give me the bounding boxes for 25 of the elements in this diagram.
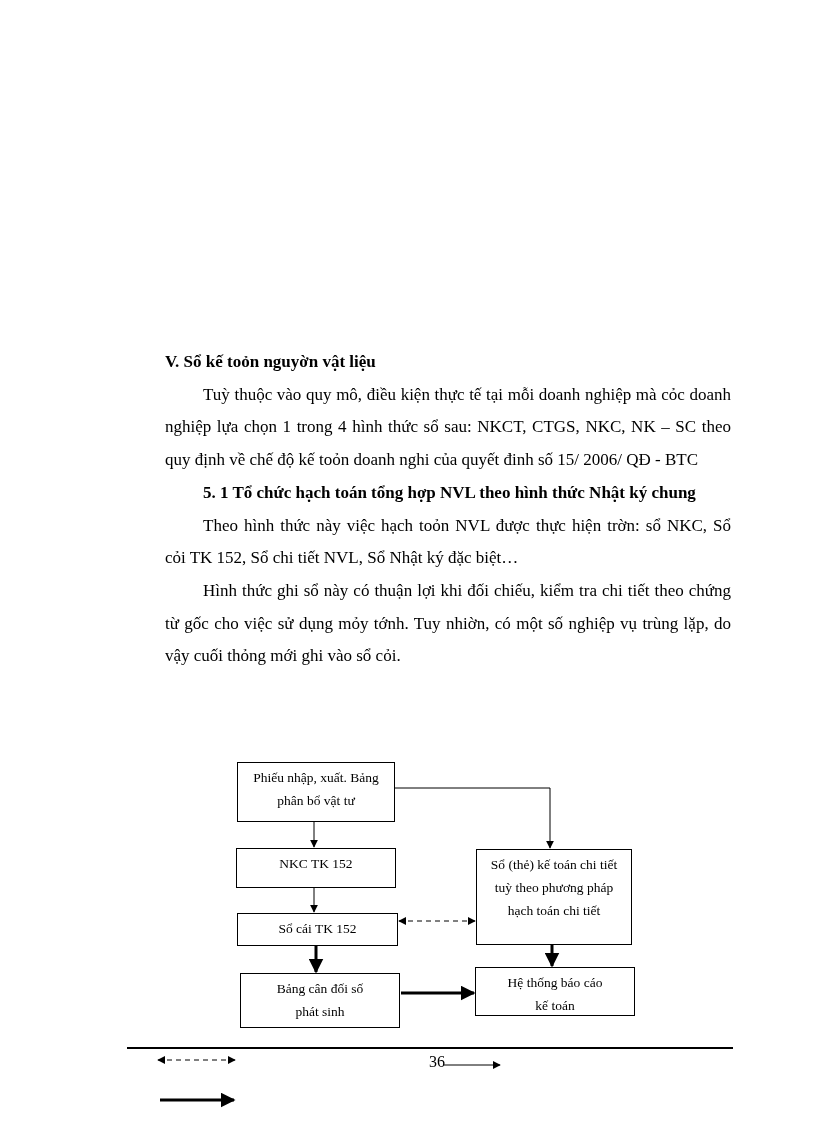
process-box — [240, 973, 400, 1028]
arrow — [310, 821, 318, 848]
box-label: Hệ thống báo cáo kế toán — [506, 974, 604, 1015]
process-box — [236, 848, 396, 888]
box-label: NKC TK 152 — [279, 855, 353, 873]
page-number: 36 — [429, 1052, 445, 1072]
paragraph: Tuỳ thuộc vào quy mô, điều kiện thực tế tại mỗi doanh nghiệp mà cỏc doanh nghiệp lựa chọn 1 trong 4 hình thức sổ sau: NKCT, CTGS, NKC, NK – SC theo quy định về chế độ kế toỏn doanh nghi của quyết đinh số 15/ 2006/ QĐ - BTC — [165, 383, 731, 472]
arrow — [310, 887, 318, 913]
arrow — [394, 787, 554, 849]
process-box — [475, 967, 635, 1016]
section-heading: V. Sổ kế toỏn nguyờn vật liệu — [165, 351, 377, 373]
box-label: Phiếu nhập, xuất. Bảng phân bổ vật tư — [252, 769, 380, 810]
subsection-heading: 5. 1 Tổ chức hạch toán tổng hợp NVL theo hình thức Nhật ký chung — [202, 481, 697, 504]
process-box — [476, 849, 632, 945]
process-box — [237, 913, 398, 946]
arrow — [401, 985, 476, 1001]
paragraph: Theo hình thức này việc hạch toỏn NVL được thực hiện trờn: sổ NKC, Sổ cỏi TK 152, Sổ chi tiết NVL, Sổ Nhật ký đặc biệt… — [165, 514, 731, 570]
arrow — [308, 946, 324, 974]
paragraph: Hình thức ghi sổ này có thuận lợi khi đối chiếu, kiểm tra chi tiết theo chứng từ gốc cho việc sử dụng mỏy tớnh. Tuy nhiờn, có một số nghiệp vụ trùng lặp, do vậy cuối thỏng mới ghi vào sổ cỏi. — [165, 579, 731, 668]
arrow — [398, 917, 476, 925]
process-box — [237, 762, 395, 822]
box-label: Bảng cân đối số phát sinh — [275, 980, 365, 1021]
box-label: Sổ (thẻ) kế toán chi tiết tuỳ theo phương pháp hạch toán chi tiết — [489, 856, 619, 920]
box-label: Sổ cái TK 152 — [278, 920, 357, 938]
arrow — [544, 945, 560, 968]
